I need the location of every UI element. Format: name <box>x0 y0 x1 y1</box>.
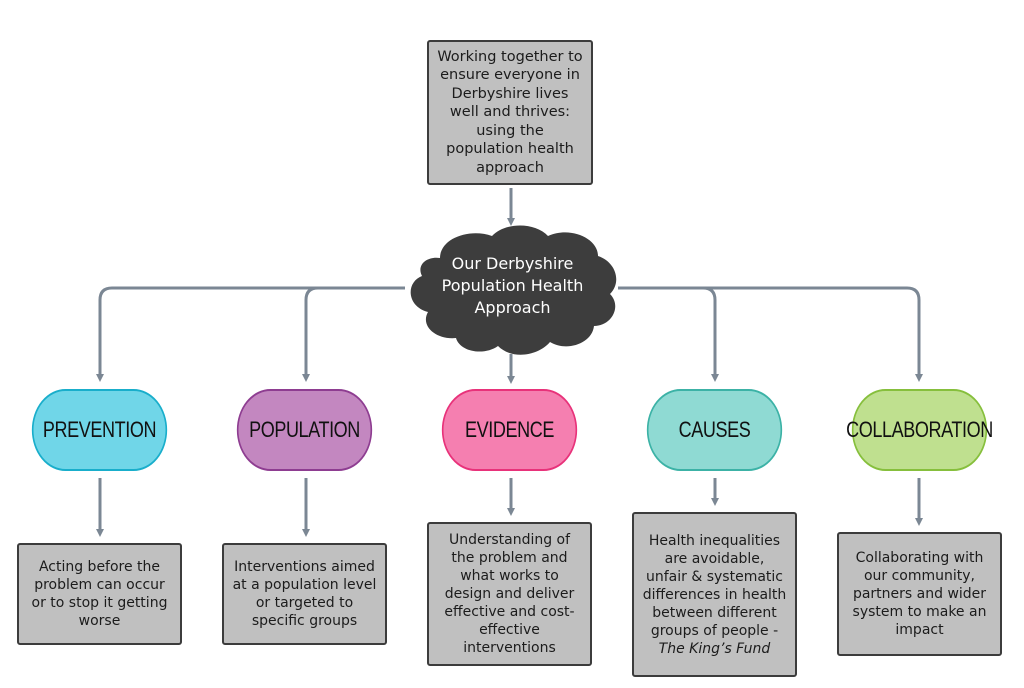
center-title: Our Derbyshire Population Health Approac… <box>441 254 584 317</box>
center-cloud-shape <box>410 225 617 355</box>
branch-causes <box>702 286 719 382</box>
prevention-description: Acting before the problem can occur or t… <box>17 543 182 645</box>
pillar-causes: CAUSES <box>646 389 783 471</box>
causes-description: Health inequalities are avoidable, unfai… <box>632 512 797 677</box>
evidence-description: Understanding of the problem and what wo… <box>427 522 592 666</box>
branch-right <box>618 286 923 382</box>
pillar-label: COLLABORATION <box>846 417 993 442</box>
pillar-population: POPULATION <box>236 389 373 471</box>
collaboration-description: Collaborating with our community, partne… <box>837 532 1002 656</box>
citation: The King’s Fund <box>658 640 771 657</box>
causes-description-text: Health inequalities are avoidable, unfai… <box>642 532 787 657</box>
population-description: Interventions aimed at a population leve… <box>222 543 387 645</box>
pillar-evidence: EVIDENCE <box>441 389 578 471</box>
top-goal-box: Working together to ensure everyone in D… <box>427 40 593 185</box>
branch-left <box>96 286 405 382</box>
pillar-prevention: PREVENTION <box>31 389 168 471</box>
pillar-label: EVIDENCE <box>465 417 554 442</box>
pillar-label: CAUSES <box>678 417 751 442</box>
pillar-collaboration: COLLABORATION <box>846 389 993 471</box>
branch-population <box>302 286 319 382</box>
pillar-label: PREVENTION <box>42 417 157 442</box>
top-goal-text: Working together to ensure everyone in D… <box>437 48 583 176</box>
pillar-label: POPULATION <box>249 417 360 442</box>
